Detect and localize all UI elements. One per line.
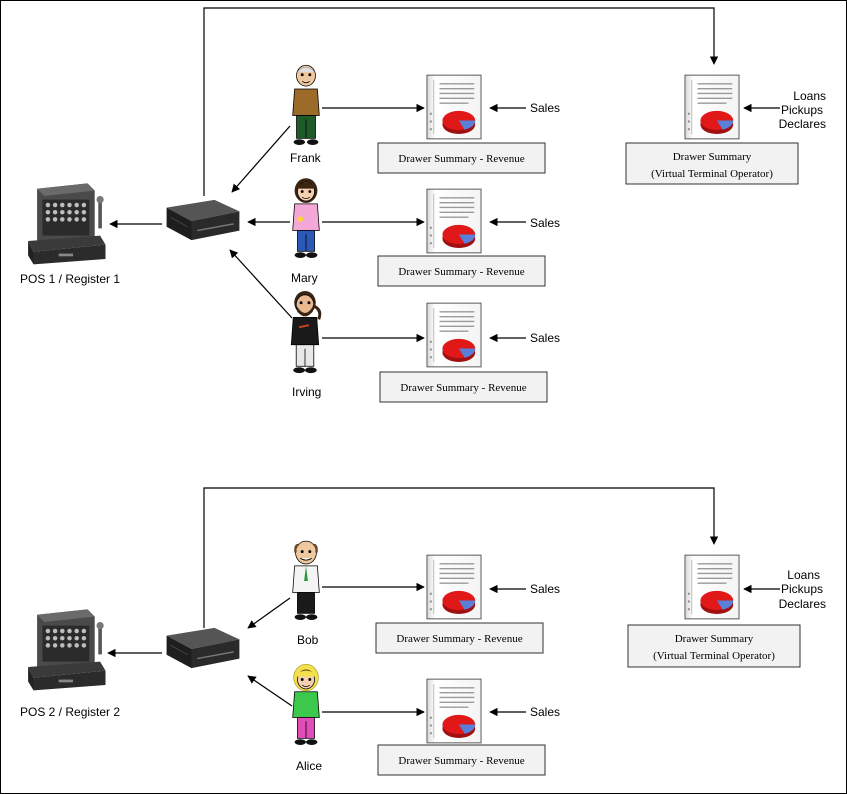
sales-label: Sales	[530, 216, 560, 230]
cash-drawer-icon	[165, 627, 241, 669]
group-register-2: POS 2 / Register 2 Bob Alice Drawer Summ…	[20, 487, 826, 776]
vto-input-loans: Loans	[793, 89, 826, 103]
revenue-summary-label: Drawer Summary - Revenue	[398, 755, 524, 767]
revenue-summary-label: Drawer Summary - Revenue	[400, 382, 526, 394]
person-name-irving: Irving	[292, 385, 321, 399]
register-label: POS 1 / Register 1	[20, 272, 120, 286]
revenue-summary-label: Drawer Summary - Revenue	[398, 153, 524, 165]
vto-input-declares: Declares	[779, 117, 826, 131]
report-icon	[426, 678, 482, 744]
sales-label: Sales	[530, 705, 560, 719]
group-register-1: POS 1 / Register 1 Frank Mary Irving Dra…	[20, 7, 826, 403]
revenue-summary-box	[377, 744, 546, 776]
frank-to-drawer-arrow	[231, 125, 291, 193]
report-icon	[426, 188, 482, 254]
cash-drawer-icon	[165, 199, 241, 241]
vto-summary-box	[625, 142, 799, 185]
balding-man-icon	[291, 539, 321, 622]
person-name-alice: Alice	[296, 759, 322, 773]
bob-to-drawer-arrow	[247, 597, 291, 629]
person-name-frank: Frank	[290, 151, 322, 165]
vto-summary-title: Drawer Summary	[673, 151, 752, 163]
vto-summary-box	[627, 624, 801, 668]
sales-label: Sales	[530, 101, 560, 115]
revenue-summary-label: Drawer Summary - Revenue	[398, 266, 524, 278]
bearded-man-icon	[289, 290, 322, 375]
revenue-summary-box	[379, 371, 548, 403]
alice-to-drawer-arrow	[247, 675, 293, 707]
report-icon	[426, 554, 482, 620]
vto-input-pickups: Pickups	[781, 582, 823, 596]
vto-summary-subtitle: (Virtual Terminal Operator)	[651, 168, 773, 180]
revenue-summary-box	[377, 255, 546, 287]
report-icon	[684, 74, 740, 140]
revenue-summary-box	[375, 622, 544, 654]
cash-register-icon	[28, 609, 106, 691]
sales-label: Sales	[530, 331, 560, 345]
report-icon	[426, 74, 482, 140]
report-icon	[426, 302, 482, 368]
sales-label: Sales	[530, 582, 560, 596]
person-name-mary: Mary	[291, 271, 318, 285]
register-label: POS 2 / Register 2	[20, 705, 120, 719]
vto-input-pickups: Pickups	[781, 103, 823, 117]
vto-summary-title: Drawer Summary	[675, 633, 754, 645]
vto-input-declares: Declares	[779, 597, 826, 611]
cash-register-icon	[28, 183, 106, 265]
drawer-to-vto-connector	[203, 7, 719, 196]
revenue-summary-label: Drawer Summary - Revenue	[396, 633, 522, 645]
drawer-to-vto-connector	[203, 487, 719, 628]
bald-man-icon	[292, 64, 320, 146]
irving-to-drawer-arrow	[229, 249, 293, 319]
blonde-woman-icon	[292, 663, 320, 746]
vto-input-loans: Loans	[787, 568, 820, 582]
person-name-bob: Bob	[297, 633, 319, 647]
vto-summary-subtitle: (Virtual Terminal Operator)	[653, 650, 775, 662]
dark-haired-woman-icon	[292, 177, 320, 259]
report-icon	[684, 554, 740, 620]
revenue-summary-box	[377, 142, 546, 174]
